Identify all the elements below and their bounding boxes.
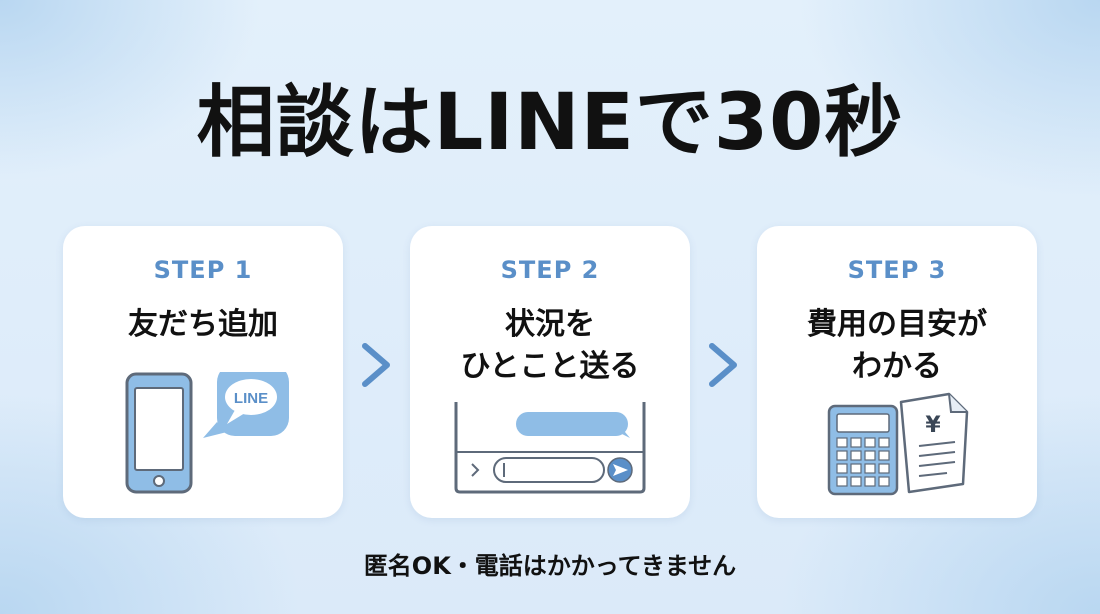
footer-note: 匿名OK・電話はかかってきません xyxy=(363,552,737,580)
step-label: STEP 3 xyxy=(847,256,947,284)
line-bubble-icon: LINE xyxy=(203,372,289,438)
smartphone-icon xyxy=(125,372,193,494)
calculator-icon xyxy=(827,404,899,496)
step3-illustration: ¥ xyxy=(827,392,969,496)
svg-text:LINE: LINE xyxy=(234,390,268,407)
step-card-2: STEP 2 状況を ひとこと送る xyxy=(410,226,690,518)
chat-window-icon xyxy=(454,402,646,494)
chevron-right-icon xyxy=(357,340,397,390)
invoice-icon: ¥ xyxy=(899,392,969,494)
chevron-right-icon xyxy=(704,340,744,390)
step-label: STEP 2 xyxy=(500,256,600,284)
step1-illustration: LINE xyxy=(125,372,289,494)
svg-text:¥: ¥ xyxy=(925,413,941,438)
step-label: STEP 1 xyxy=(153,256,253,284)
page-title: 相談はLINEで30秒 xyxy=(196,78,904,168)
step-description: 費用の目安が わかる xyxy=(807,307,987,384)
step-description: 友だち追加 xyxy=(128,307,278,342)
step-card-3: STEP 3 費用の目安が わかる ¥ xyxy=(757,226,1037,518)
send-icon xyxy=(607,457,633,483)
step-card-1: STEP 1 友だち追加 LINE xyxy=(63,226,343,518)
step-description: 状況を ひとこと送る xyxy=(460,307,640,384)
